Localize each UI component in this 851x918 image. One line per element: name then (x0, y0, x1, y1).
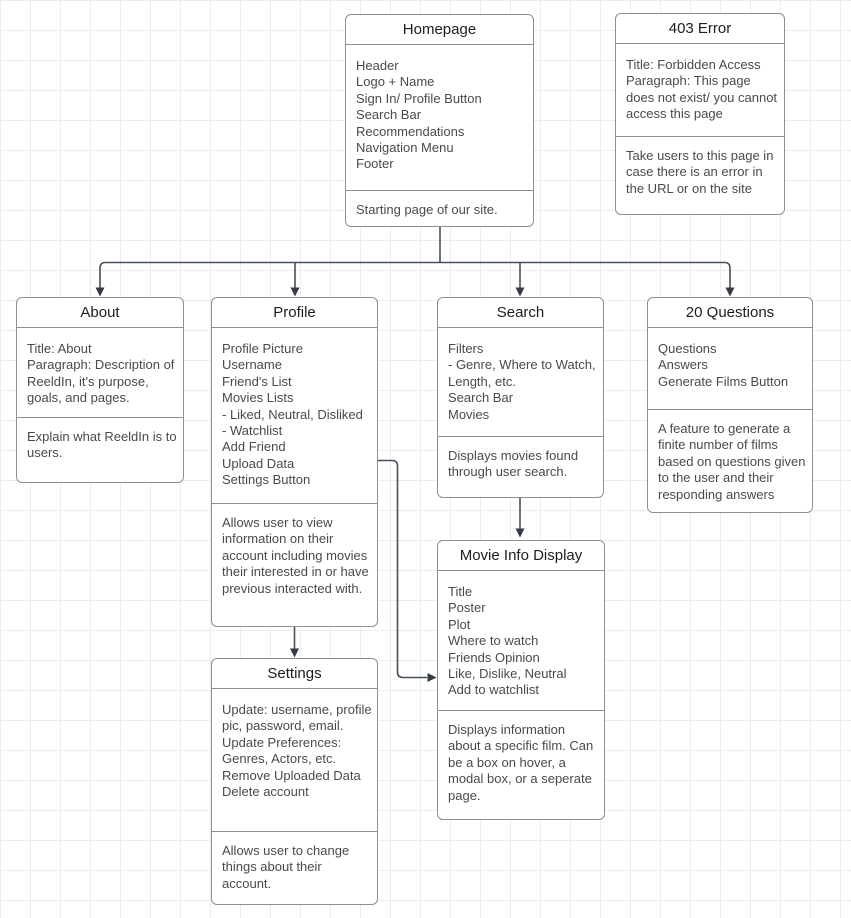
shape-feature-list: Questions Answers Generate Films Button (648, 328, 812, 410)
shape-movie-info-display[interactable]: Movie Info Display Title Poster Plot Whe… (437, 540, 605, 820)
shape-title: Settings (212, 659, 377, 689)
shape-title: Movie Info Display (438, 541, 604, 571)
list-line: Title: About (27, 341, 92, 356)
list-line: Header (356, 58, 399, 73)
list-line: Movies Lists (222, 390, 294, 406)
list-line: Friend's List (222, 373, 292, 389)
list-line: Title: Forbidden Access (626, 57, 761, 72)
connector-profile-movieinfo[interactable] (378, 459, 427, 679)
shape-description: Allows user to view information on their… (222, 515, 369, 596)
list-line: Filters (448, 341, 484, 356)
list-line: Footer (356, 156, 394, 172)
arrowhead-profile[interactable] (290, 287, 300, 297)
list-line: Sign In/ Profile Button (356, 90, 482, 106)
shape-homepage[interactable]: Homepage Header Logo + Name Sign In/ Pro… (345, 14, 534, 227)
list-line: Logo + Name (356, 74, 435, 90)
shape-title: 403 Error (616, 14, 784, 44)
list-line: - Liked, Neutral, Disliked (222, 406, 363, 422)
list-line: Friends Opinion (448, 649, 540, 665)
shape-description: A feature to generate a finite number of… (658, 421, 806, 502)
list-line: Paragraph: This page does not exist/ you… (626, 73, 778, 122)
shape-settings[interactable]: Settings Update: username, profile pic, … (211, 658, 378, 905)
list-line: Profile Picture (222, 341, 303, 356)
connector-branch-rail[interactable] (99, 261, 731, 289)
shape-feature-list: Profile Picture Username Friend's List M… (212, 328, 377, 504)
shape-feature-list: Title: Forbidden Access Paragraph: This … (616, 44, 784, 137)
shape-20-questions[interactable]: 20 Questions Questions Answers Generate … (647, 297, 813, 513)
arrowhead-q20[interactable] (725, 287, 735, 297)
shape-feature-list: Title Poster Plot Where to watch Friends… (438, 571, 604, 711)
list-line: Answers (658, 357, 708, 373)
shape-feature-list: Update: username, profile pic, password,… (212, 689, 377, 832)
list-line: Navigation Menu (356, 140, 454, 156)
list-line: Plot (448, 616, 471, 632)
shape-profile[interactable]: Profile Profile Picture Username Friend'… (211, 297, 378, 627)
arrowhead-movieinfo-left[interactable] (427, 673, 437, 682)
shape-title: About (17, 298, 183, 328)
list-line: Movies (448, 406, 490, 422)
shape-title: Homepage (346, 15, 533, 45)
list-line: Where to watch (448, 633, 539, 649)
list-line: Remove Uploaded Data (222, 767, 361, 783)
list-line: Title (448, 584, 473, 599)
shape-search[interactable]: Search Filters - Genre, Where to Watch, … (437, 297, 604, 498)
list-line: - Watchlist (222, 423, 283, 439)
list-line: Search Bar (356, 107, 422, 123)
list-line: Like, Dislike, Neutral (448, 666, 567, 682)
arrowhead-search[interactable] (515, 287, 525, 297)
list-line: Upload Data (222, 455, 295, 471)
list-line: Username (222, 357, 282, 373)
arrowhead-about[interactable] (95, 287, 105, 297)
shape-description: Allows user to change things about their… (222, 843, 350, 891)
list-line: Recommendations (356, 123, 465, 139)
list-line: Paragraph: Description of ReeldIn, it's … (27, 357, 175, 406)
shape-description: Explain what ReeldIn is to users. (27, 429, 177, 461)
shape-description: Starting page of our site. (356, 202, 498, 217)
shape-feature-list: Filters - Genre, Where to Watch, Length,… (438, 328, 603, 437)
shape-feature-list: Header Logo + Name Sign In/ Profile Butt… (346, 45, 533, 191)
list-line: Search Bar (448, 390, 514, 406)
list-line: Delete account (222, 784, 309, 800)
shape-feature-list: Title: About Paragraph: Description of R… (17, 328, 183, 418)
shape-title: 20 Questions (648, 298, 812, 328)
shape-title: Search (438, 298, 603, 328)
list-line: Add to watchlist (448, 682, 540, 698)
shape-403-error[interactable]: 403 Error Title: Forbidden Access Paragr… (615, 13, 785, 215)
list-line: Questions (658, 341, 717, 356)
list-line: Settings Button (222, 472, 311, 488)
list-line: Update: username, profile pic, password,… (222, 702, 372, 734)
shape-description: Displays movies found through user searc… (448, 448, 579, 480)
shape-about[interactable]: About Title: About Paragraph: Descriptio… (16, 297, 184, 483)
list-line: - Genre, Where to Watch, Length, etc. (448, 357, 596, 389)
arrowhead-settings[interactable] (290, 648, 299, 658)
list-line: Generate Films Button (658, 373, 789, 389)
list-line: Update Preferences: Genres, Actors, etc. (222, 734, 342, 767)
shape-description: Displays information about a specific fi… (448, 722, 594, 803)
list-line: Add Friend (222, 439, 286, 455)
shape-title: Profile (212, 298, 377, 328)
list-line: Poster (448, 600, 486, 616)
arrowhead-movieinfo-top[interactable] (515, 528, 525, 538)
shape-description: Take users to this page in case there is… (626, 148, 774, 196)
